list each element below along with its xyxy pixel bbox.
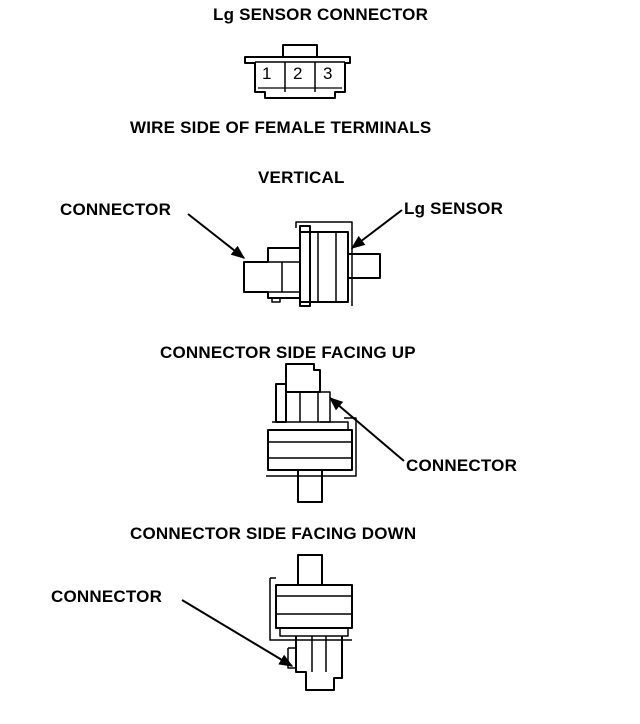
- facing-up-connector-arrow: [328, 397, 405, 462]
- connector-title: Lg SENSOR CONNECTOR: [213, 5, 429, 24]
- vertical-sensor-label: Lg SENSOR: [404, 199, 504, 218]
- vertical-sensor-drawing: [243, 221, 381, 307]
- vertical-sensor-arrow: [350, 209, 403, 249]
- vertical-heading: VERTICAL: [258, 168, 345, 187]
- terminal-caption: WIRE SIDE OF FEMALE TERMINALS: [130, 118, 432, 137]
- facing-down-heading: CONNECTOR SIDE FACING DOWN: [130, 524, 417, 543]
- facing-up-connector-label: CONNECTOR: [406, 456, 518, 475]
- facing-down-connector-label: CONNECTOR: [51, 587, 163, 606]
- terminal-1: 1: [262, 64, 272, 83]
- connector-face: [244, 44, 351, 99]
- facing-down-sensor-drawing: [269, 554, 353, 691]
- vertical-connector-label: CONNECTOR: [60, 200, 172, 219]
- terminal-2: 2: [293, 64, 303, 83]
- vertical-connector-arrow: [187, 213, 246, 259]
- facing-up-heading: CONNECTOR SIDE FACING UP: [160, 343, 416, 362]
- terminal-3: 3: [323, 64, 333, 83]
- facing-up-sensor-drawing: [266, 363, 357, 503]
- facing-down-connector-arrow: [181, 599, 294, 667]
